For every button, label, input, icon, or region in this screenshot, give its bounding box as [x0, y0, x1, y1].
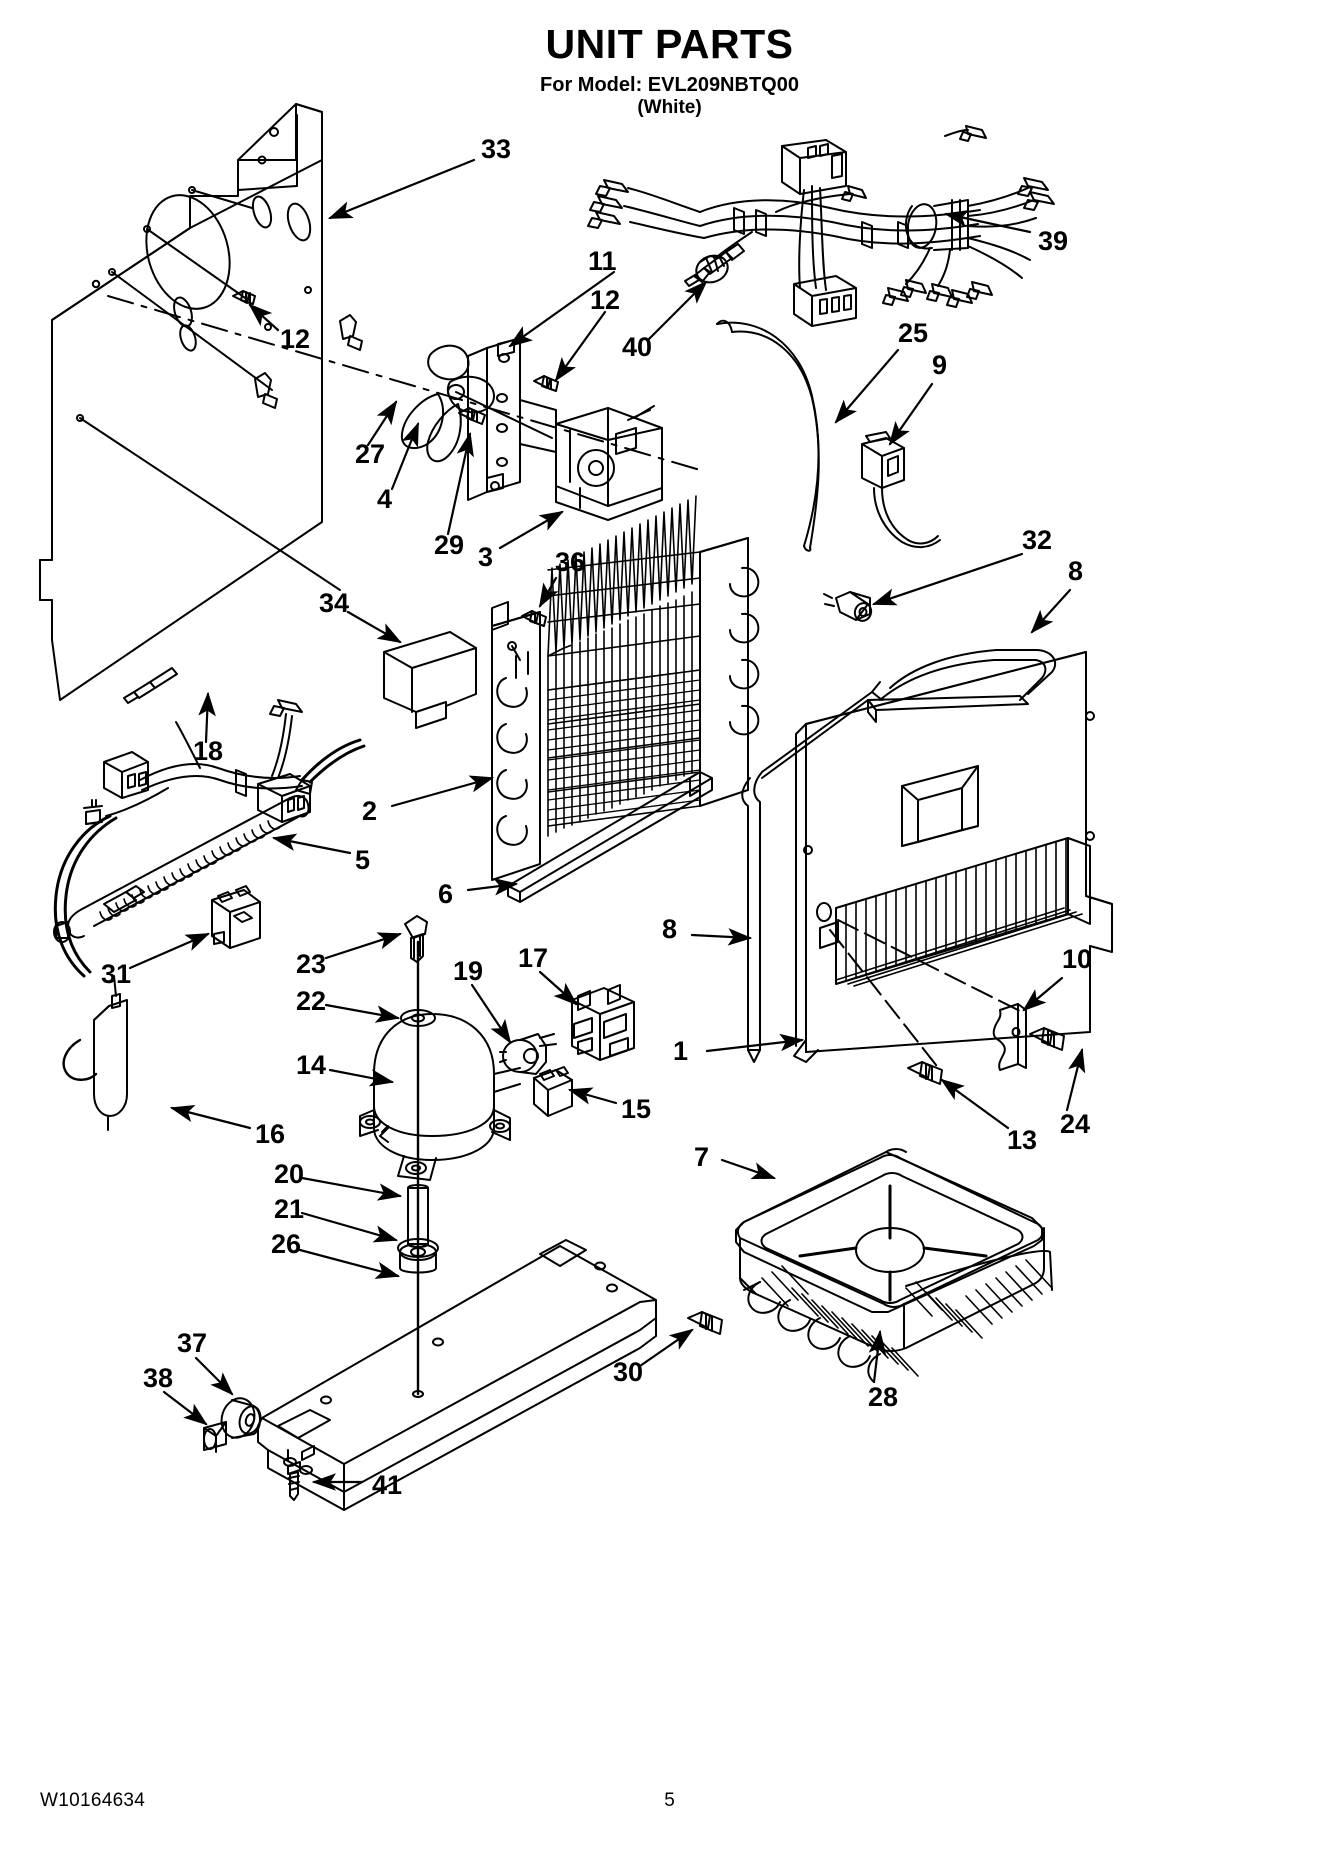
compressor-mount-stack	[397, 915, 439, 1396]
callout-13[interactable]: 13	[1007, 1125, 1038, 1155]
capacitor-shape	[823, 591, 873, 622]
callout-11[interactable]: 11	[588, 246, 617, 276]
callout-21[interactable]: 21	[274, 1194, 305, 1224]
fan-motor-shape	[555, 405, 663, 521]
screw-29-shape	[458, 407, 486, 425]
callout-22[interactable]: 22	[296, 986, 327, 1016]
callout-30[interactable]: 30	[613, 1357, 644, 1387]
callout-8[interactable]: 8	[1068, 556, 1084, 586]
rear-machine-panel-shape	[39, 103, 701, 701]
model-line: For Model: EVL209NBTQ00	[540, 74, 799, 96]
screw-36-shape	[521, 610, 547, 627]
grommet-plug-shape	[695, 254, 729, 284]
callout-29[interactable]: 29	[434, 530, 465, 560]
screw-30-shape	[687, 1311, 723, 1335]
callout-37[interactable]: 37	[177, 1328, 208, 1358]
callout-12-bracket[interactable]: 12	[590, 285, 621, 315]
callout-41[interactable]: 41	[372, 1470, 403, 1500]
wire-harness-18-shape	[53, 667, 311, 978]
control-box-shape	[383, 631, 477, 729]
bracket-clip-shape	[992, 1003, 1027, 1071]
terminal-cover-shape	[571, 984, 635, 1061]
page-header: UNIT PARTS For Model: EVL209NBTQ00 (Whit…	[0, 24, 1339, 119]
callout-6[interactable]: 6	[438, 879, 454, 909]
callout-28[interactable]: 28	[868, 1382, 899, 1412]
drier-shape	[62, 975, 128, 1131]
condenser-coil-28-shape	[743, 1250, 1053, 1383]
main-wire-harness-shape	[587, 125, 1055, 327]
overload-protector-shape	[499, 1033, 557, 1075]
footer-document-code: W10164634	[40, 1790, 146, 1811]
rear-access-panel-shape	[793, 651, 1113, 1071]
screw-41-shape	[287, 1449, 301, 1501]
callout-24[interactable]: 24	[1060, 1109, 1091, 1139]
callout-1[interactable]: 1	[673, 1036, 689, 1066]
callout-23[interactable]: 23	[296, 949, 327, 979]
defrost-thermostat-shape	[861, 431, 941, 548]
callout-9[interactable]: 9	[932, 350, 948, 380]
page-title: UNIT PARTS	[545, 21, 794, 67]
wire-clip-27-upper	[339, 314, 363, 351]
finish-line: (White)	[637, 97, 702, 118]
screw-13-shape	[907, 1061, 943, 1085]
callout-10[interactable]: 10	[1062, 944, 1093, 974]
drain-tube-shape	[716, 319, 820, 552]
callout-16[interactable]: 16	[255, 1119, 286, 1149]
callout-31[interactable]: 31	[101, 959, 132, 989]
callout-5[interactable]: 5	[355, 845, 371, 875]
callout-18[interactable]: 18	[193, 736, 224, 766]
axle-pin-shape	[203, 1421, 227, 1453]
callout-26[interactable]: 26	[271, 1229, 302, 1259]
screw-12-bracket	[533, 375, 559, 392]
callout-36[interactable]: 36	[555, 547, 586, 577]
coil-mount-tab	[491, 601, 509, 631]
evaporator-coil-shape	[491, 495, 760, 881]
callout-3[interactable]: 3	[478, 542, 494, 572]
wire-clip-27-lower	[254, 372, 278, 409]
callout-19[interactable]: 19	[453, 956, 484, 986]
drain-pan-shape	[735, 1148, 1045, 1352]
leader-lines	[128, 158, 1086, 1491]
base-rail-shape	[257, 1239, 657, 1511]
relay-31-shape	[211, 885, 261, 949]
callout-4[interactable]: 4	[377, 484, 393, 514]
callout-27[interactable]: 27	[355, 439, 386, 469]
callout-40[interactable]: 40	[622, 332, 653, 362]
screw-24-shape	[1029, 1027, 1065, 1051]
callout-20[interactable]: 20	[274, 1159, 305, 1189]
callout-39[interactable]: 39	[1038, 226, 1069, 256]
callout-2[interactable]: 2	[362, 796, 378, 826]
callout-14[interactable]: 14	[296, 1050, 327, 1080]
callout-25[interactable]: 25	[898, 318, 929, 348]
callout-33[interactable]: 33	[481, 134, 512, 164]
callout-15[interactable]: 15	[621, 1094, 652, 1124]
roller-wheel-shape	[220, 1397, 262, 1439]
callout-17[interactable]: 17	[518, 943, 549, 973]
callout-38[interactable]: 38	[143, 1363, 174, 1393]
defrost-heater-shape	[53, 738, 366, 943]
callout-7[interactable]: 7	[694, 1142, 710, 1172]
footer-page-number: 5	[664, 1790, 675, 1811]
callout-34[interactable]: 34	[319, 588, 350, 618]
callout-12[interactable]: 12	[280, 324, 311, 354]
callout-8-lower[interactable]: 8	[662, 914, 678, 944]
compressor-shape	[359, 1013, 521, 1181]
relay-cover-15-shape	[533, 1066, 573, 1117]
callout-32[interactable]: 32	[1022, 525, 1053, 555]
